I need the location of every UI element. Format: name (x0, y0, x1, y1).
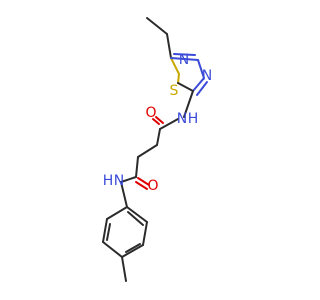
bond-methyl (121, 256, 127, 282)
bond-bottom-carbonyl-double-1 (137, 177, 150, 186)
tolyl-ring (102, 206, 148, 282)
bond-ch2-ch2 (137, 144, 158, 158)
atom-n-thiadiazole-2: N (179, 52, 189, 68)
atom-s1: S (170, 83, 179, 99)
amide-top (152, 90, 194, 146)
bond-n3-n4 (197, 59, 205, 79)
amide-bottom (120, 176, 150, 208)
bond-ethyl-ch3 (146, 17, 168, 35)
bond-carbonyl-top-double-2 (155, 116, 164, 124)
atom-h-amide-bottom: H (103, 173, 114, 189)
bond-bottom-carbonyl-to-nh (120, 176, 137, 183)
bond-ring-c5-c6 (142, 221, 148, 246)
bond-ring-double-1 (106, 223, 111, 241)
bond-carbonyl-top-to-ch2 (156, 128, 161, 146)
bond-nh-top-to-carbonyl (159, 118, 179, 130)
bond-c5-n4-double (173, 53, 196, 56)
bond-ring-double-2 (125, 243, 141, 253)
bond-ring-c4-c5 (121, 244, 144, 258)
bond-ring-c2-c3 (102, 218, 108, 243)
bond-ring-double-3 (127, 211, 144, 226)
ethyl-group (146, 17, 172, 59)
linker-chain (135, 144, 158, 178)
thiadiazole-ring (170, 53, 208, 96)
bond-c2-n3 (192, 77, 205, 92)
atom-o-top: O (145, 105, 156, 121)
bond-c2-n3-double (196, 81, 208, 96)
bond-carbonyl-top-double-1 (152, 118, 160, 125)
atom-n-thiadiazole-1: N (202, 68, 212, 84)
atom-o-bottom: O (147, 178, 158, 194)
bond-ring-c3-c4 (102, 241, 123, 258)
bond-s-c2 (177, 73, 180, 84)
atom-n-amide-bottom: N (114, 173, 124, 189)
atom-n-amide-top: N (177, 111, 187, 127)
bond-nh-bottom-to-ring (120, 181, 128, 208)
bond-ethyl-ch2 (166, 33, 172, 59)
bond-ring-c1-c2 (106, 206, 128, 220)
bond-bottom-carbonyl-double-2 (135, 181, 148, 190)
bond-ring-c6-c1 (126, 206, 148, 223)
bond-n4-c5 (170, 57, 199, 61)
atom-h-amide-top: H (188, 111, 199, 127)
bond-ring-to-nh-top (183, 90, 194, 118)
atom-labels: S N N N H O O H N (103, 52, 213, 194)
bond-c5-s (170, 57, 180, 75)
bond-c2-carbon (177, 82, 194, 92)
molecule-structure: S N N N H O O H N (102, 17, 213, 282)
bond-ch2-to-bottom-carbonyl (135, 156, 139, 178)
